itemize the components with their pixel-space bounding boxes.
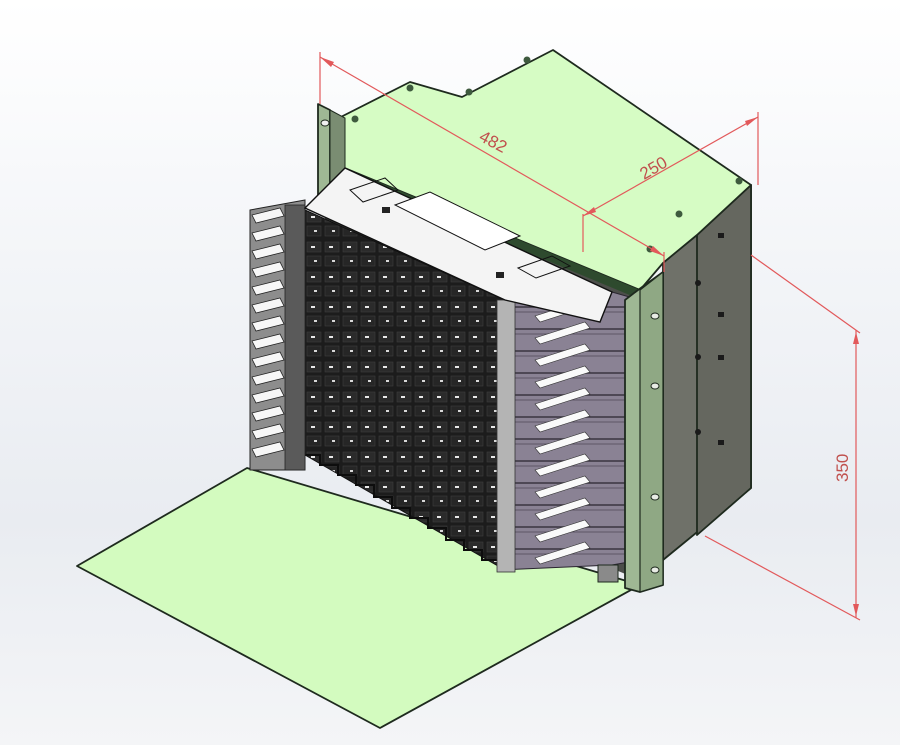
right-side-panel	[662, 184, 752, 561]
screw-icon	[351, 115, 359, 123]
module-stack	[249, 167, 641, 573]
vent-slot	[718, 233, 724, 238]
label-icon	[382, 207, 390, 213]
screw-icon	[675, 210, 683, 218]
dimension-250: 250	[582, 112, 759, 252]
dimension-350: 350	[704, 254, 861, 621]
vent-slot	[718, 440, 724, 445]
screw-icon	[406, 84, 414, 92]
module-top-cover	[303, 167, 613, 323]
left-module-column	[249, 199, 306, 471]
right-rack-ear	[597, 270, 664, 593]
dimension-label-height: 350	[833, 454, 852, 482]
right-module-column	[496, 291, 641, 573]
vent-slot	[718, 312, 724, 317]
screw-icon	[465, 88, 473, 96]
vent-slot	[718, 355, 724, 360]
screw-icon	[523, 56, 531, 64]
screw-icon	[735, 177, 743, 185]
label-icon	[496, 272, 504, 278]
